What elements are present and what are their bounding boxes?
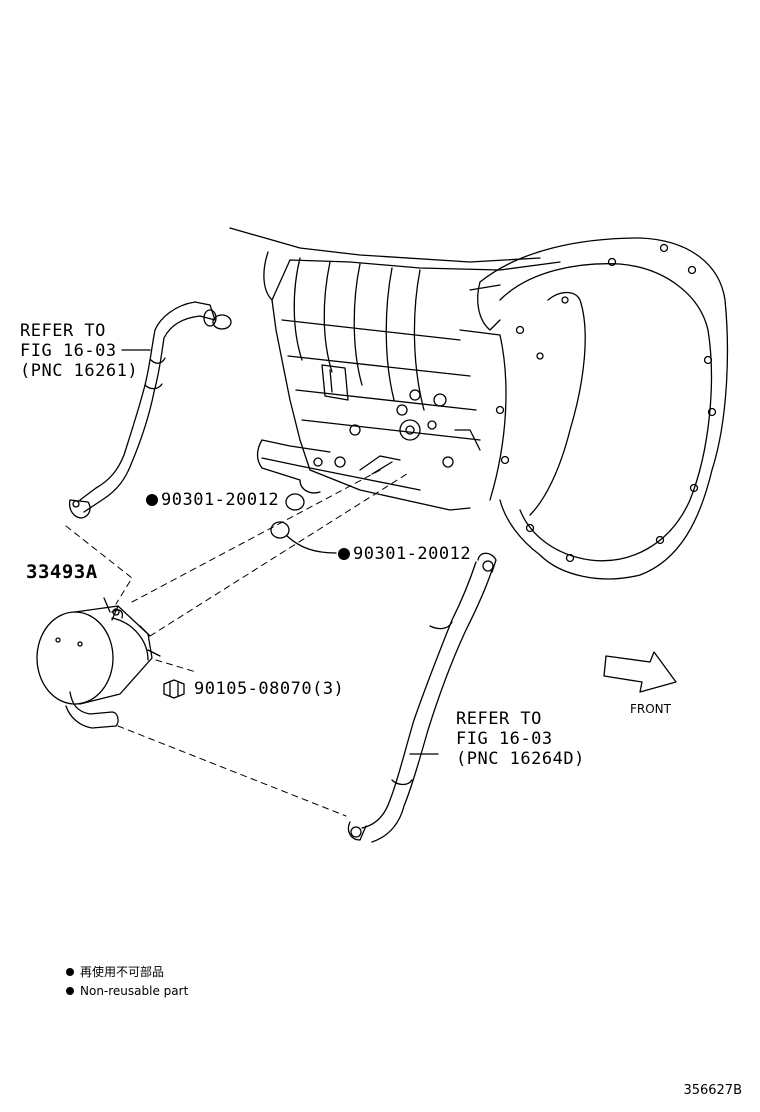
transmission-assembly <box>229 227 729 580</box>
illustration-id: 356627B <box>683 1083 742 1098</box>
o-ring-upper <box>285 493 305 511</box>
bolt <box>163 679 185 699</box>
refer-lower-line2: FIG 16-03 <box>456 729 553 749</box>
legend-jp-text: 再使用不可部品 <box>80 965 165 979</box>
refer-lower-label: REFER TO FIG 16-03 (PNC 16264D) <box>456 709 585 769</box>
upper-oil-hose <box>68 301 232 519</box>
legend-en: Non-reusable part <box>66 983 188 999</box>
oil-cooler <box>36 597 161 729</box>
front-arrow-icon <box>603 651 677 693</box>
refer-upper-line1: REFER TO <box>20 321 106 341</box>
refer-upper-label: REFER TO FIG 16-03 (PNC 16261) <box>20 321 138 381</box>
part-number-bolt: 90105-08070(3) <box>194 679 345 699</box>
refer-upper-line3: (PNC 16261) <box>20 361 139 381</box>
legend-jp: 再使用不可部品 <box>66 964 164 980</box>
legend-bullet-icon <box>66 968 74 976</box>
assembly-lines <box>65 467 411 817</box>
non-reusable-bullet-icon <box>146 494 158 506</box>
o-ring-lower-leader <box>286 535 337 554</box>
refer-lower-line3: (PNC 16264D) <box>456 749 585 769</box>
lower-oil-hose <box>347 552 497 843</box>
refer-lower-line1: REFER TO <box>456 709 542 729</box>
o-ring-lower <box>270 521 290 539</box>
non-reusable-bullet-icon <box>338 548 350 560</box>
front-label: FRONT <box>630 702 671 716</box>
part-number-cooler: 33493A <box>26 561 98 583</box>
refer-upper-line2: FIG 16-03 <box>20 341 117 361</box>
part-number-oring-1: 90301-20012 <box>146 490 279 510</box>
part-number-oring-2: 90301-20012 <box>338 544 471 564</box>
legend-bullet-icon <box>66 987 74 995</box>
part-number-oring-2-text: 90301-20012 <box>353 544 472 564</box>
part-number-oring-1-text: 90301-20012 <box>161 490 280 510</box>
legend-en-text: Non-reusable part <box>80 984 189 998</box>
